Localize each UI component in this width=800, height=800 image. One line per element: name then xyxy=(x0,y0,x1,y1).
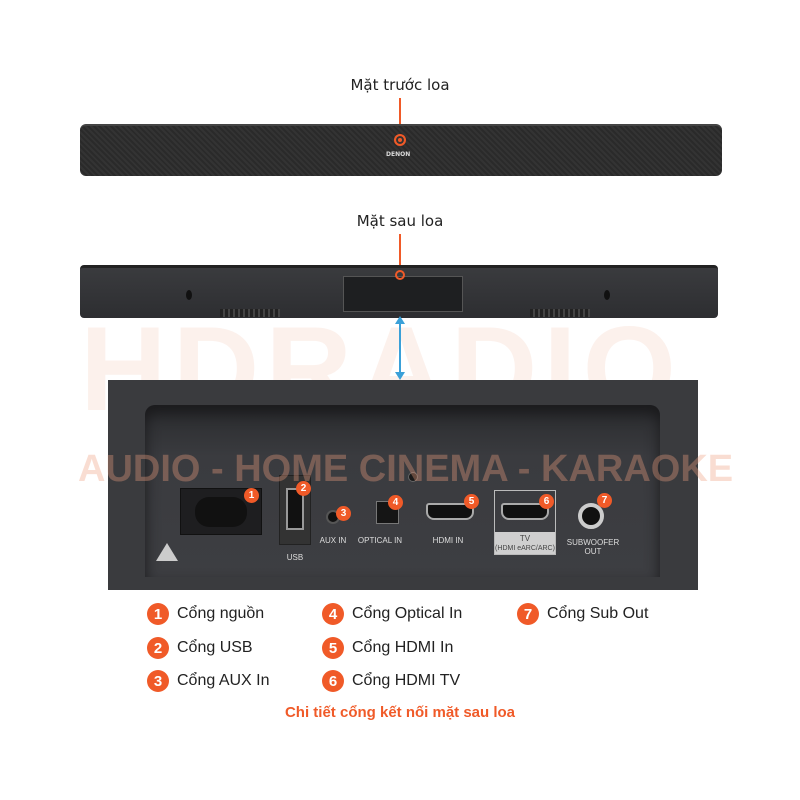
hdmi-tv-label-area xyxy=(495,532,555,554)
subwoofer-sublabel: OUT xyxy=(584,547,602,556)
screw-hole xyxy=(186,290,192,300)
legend-text: Cổng AUX In xyxy=(177,672,270,689)
hdmi-tv-label: TV xyxy=(519,534,531,543)
soundbar-front xyxy=(80,124,722,176)
screw xyxy=(408,472,418,482)
port-badge-2: 2 xyxy=(296,481,311,496)
legend-badge: 3 xyxy=(147,670,169,692)
legend-badge: 1 xyxy=(147,603,169,625)
legend-badge: 5 xyxy=(322,637,344,659)
legend-item: 7 Cổng Sub Out xyxy=(517,603,648,625)
legend-item: 4 Cổng Optical In xyxy=(322,603,462,625)
arrow-head-down xyxy=(395,372,405,380)
port-badge-7: 7 xyxy=(597,493,612,508)
port-badge-5: 5 xyxy=(464,494,479,509)
vent-left xyxy=(220,309,280,317)
subwoofer-label: SUBWOOFER xyxy=(566,538,620,547)
back-marker xyxy=(395,270,405,280)
hdmi-in-port xyxy=(426,503,474,520)
back-port-recess xyxy=(343,276,463,312)
legend-item: 3 Cổng AUX In xyxy=(147,670,270,692)
legend-text: Cổng nguồn xyxy=(177,605,265,622)
port-badge-4: 4 xyxy=(388,495,403,510)
arrow-head-up xyxy=(395,316,405,324)
legend-item: 2 Cổng USB xyxy=(147,637,253,659)
hdmi-tv-sublabel: (HDMI eARC/ARC) xyxy=(495,545,555,552)
hdmi-in-label: HDMI IN xyxy=(432,536,464,545)
front-marker xyxy=(394,134,406,146)
vent-right xyxy=(530,309,590,317)
aux-label: AUX IN xyxy=(319,536,347,545)
port-badge-1: 1 xyxy=(244,488,259,503)
legend-text: Cổng Optical In xyxy=(352,605,463,622)
hdmi-tv-box xyxy=(494,490,556,555)
brand-logo: DENON xyxy=(386,151,411,158)
screw-hole xyxy=(604,290,610,300)
port-badge-6: 6 xyxy=(539,494,554,509)
front-title: Mặt trước loa xyxy=(350,76,450,94)
legend-badge: 2 xyxy=(147,637,169,659)
legend-text: Cổng HDMI In xyxy=(352,639,454,656)
power-socket xyxy=(195,497,247,527)
legend-item: 5 Cổng HDMI In xyxy=(322,637,453,659)
legend-text: Cổng HDMI TV xyxy=(352,672,461,689)
port-badge-3: 3 xyxy=(336,506,351,521)
legend-text: Cổng Sub Out xyxy=(547,605,649,622)
subwoofer-jack xyxy=(578,503,604,529)
legend-badge: 6 xyxy=(322,670,344,692)
legend-item: 6 Cổng HDMI TV xyxy=(322,670,460,692)
usb-label: USB xyxy=(286,553,304,562)
legend-item: 1 Cổng nguồn xyxy=(147,603,264,625)
legend-badge: 7 xyxy=(517,603,539,625)
optical-label: OPTICAL IN xyxy=(357,536,403,545)
warning-icon xyxy=(156,543,178,561)
hdmi-tv-port xyxy=(501,503,549,520)
back-title: Mặt sau loa xyxy=(356,212,444,230)
back-pointer-line xyxy=(399,234,401,274)
caption: Chi tiết cổng kết nối mặt sau loa xyxy=(284,704,516,721)
watermark-tagline: AUDIO - HOME CINEMA - KARAOKE xyxy=(78,448,734,490)
front-pointer-line xyxy=(399,98,401,138)
zoom-arrow xyxy=(399,322,401,374)
legend-badge: 4 xyxy=(322,603,344,625)
usb-socket xyxy=(286,488,304,530)
legend-text: Cổng USB xyxy=(177,639,253,656)
